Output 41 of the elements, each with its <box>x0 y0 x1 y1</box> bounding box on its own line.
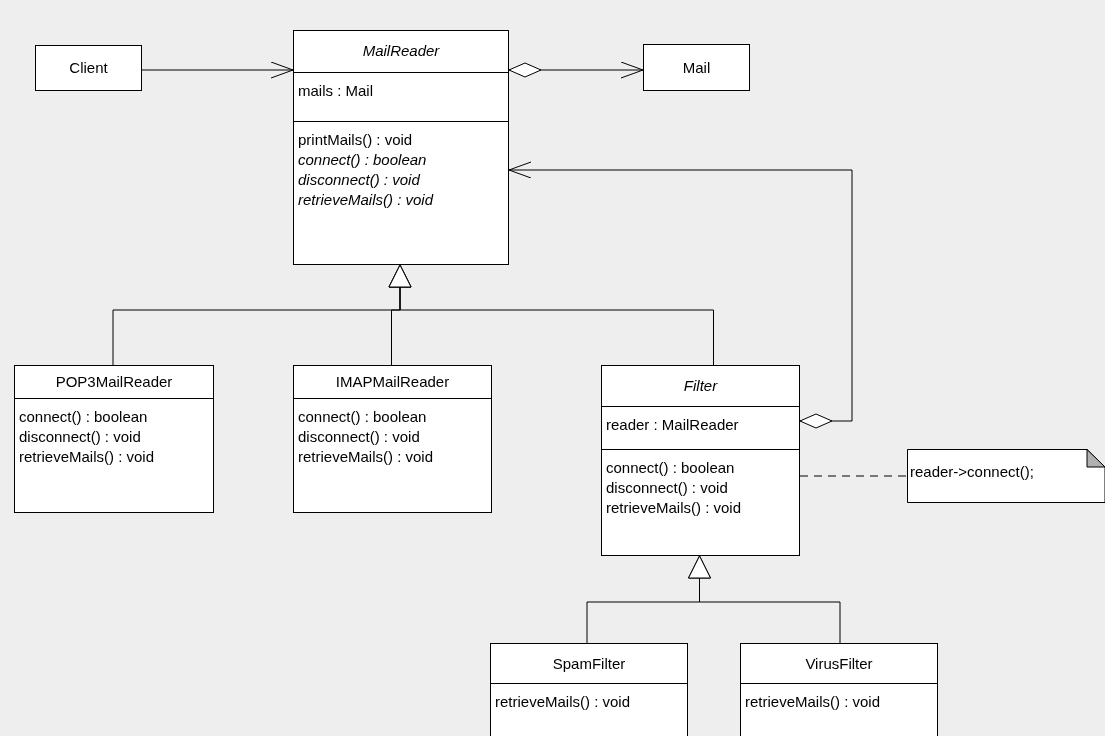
method-text: disconnect() : void <box>298 426 421 447</box>
class-name: IMAPMailReader <box>335 371 450 392</box>
note-box <box>907 449 1105 503</box>
attribute-text: reader : MailReader <box>606 414 740 435</box>
method-text: retrieveMails() : void <box>745 692 882 713</box>
generalization-arrow <box>688 555 841 644</box>
method-text: printMails() : void <box>298 130 414 151</box>
class-box <box>740 643 938 736</box>
association-arrow <box>508 161 853 429</box>
class-name: POP3MailReader <box>55 371 173 392</box>
method-text: disconnect() : void <box>19 426 142 447</box>
note-connector <box>799 475 908 477</box>
method-text: retrieveMails() : void <box>606 498 743 519</box>
class-name: MailReader <box>362 41 440 62</box>
class-box <box>643 44 750 91</box>
class-name: SpamFilter <box>552 653 626 674</box>
class-box <box>293 365 492 513</box>
class-box <box>35 45 142 91</box>
association-arrow <box>141 61 294 79</box>
method-text: retrieveMails() : void <box>298 446 435 467</box>
attribute-text: mails : Mail <box>298 80 374 101</box>
method-text: connect() : boolean <box>606 458 736 479</box>
method-text: retrieveMails() : void <box>495 692 632 713</box>
class-name: VirusFilter <box>805 653 873 674</box>
class-name: Filter <box>683 375 718 396</box>
generalization-arrow <box>388 264 714 366</box>
method-text: connect() : boolean <box>19 406 149 427</box>
method-text: disconnect() : void <box>606 478 729 499</box>
method-text: disconnect() : void <box>298 170 421 191</box>
class-name: Client <box>69 59 108 77</box>
method-text: connect() : boolean <box>298 150 428 171</box>
method-text: retrieveMails() : void <box>298 190 435 211</box>
class-name: Mail <box>682 58 711 77</box>
method-text: connect() : boolean <box>298 406 428 427</box>
association-arrow <box>508 61 644 79</box>
class-box <box>293 30 509 265</box>
method-text: retrieveMails() : void <box>19 446 156 467</box>
class-box <box>490 643 688 736</box>
note-text: reader->connect(); <box>910 463 1034 481</box>
class-box <box>601 365 800 556</box>
class-box <box>14 365 214 513</box>
